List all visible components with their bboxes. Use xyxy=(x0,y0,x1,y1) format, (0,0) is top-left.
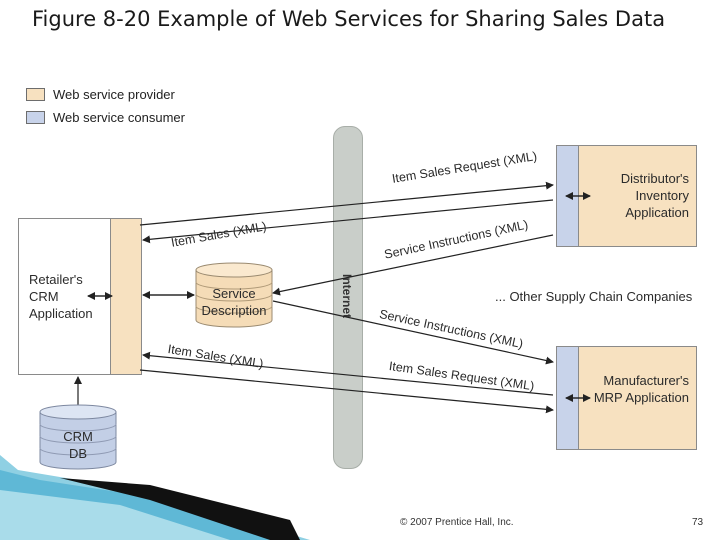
arrow-service-instructions-bottom xyxy=(272,300,554,365)
legend-provider-label: Web service provider xyxy=(53,86,175,102)
internet-pillar xyxy=(333,126,363,469)
service-description-label: Service Description xyxy=(201,286,267,318)
retailer-label: Retailer's CRM Application xyxy=(29,272,93,321)
copyright: © 2007 Prentice Hall, Inc. xyxy=(400,517,514,528)
provider-swatch xyxy=(26,87,45,101)
manufacturer-label: Manufacturer's MRP Application xyxy=(593,373,689,405)
other-supply-chain-label: ... Other Supply Chain Companies xyxy=(495,289,693,304)
legend-provider: Web service provider xyxy=(26,86,175,102)
arrow-item-sales-bottom xyxy=(142,351,554,396)
legend-consumer-label: Web service consumer xyxy=(53,109,185,125)
crm-db-cylinder xyxy=(39,404,117,470)
crm-db-label: CRM DB xyxy=(63,429,93,461)
consumer-swatch xyxy=(26,110,45,124)
distributor-label: Distributor's Inventory Application xyxy=(620,171,689,220)
arrow-item-sales-request-top xyxy=(139,181,554,226)
page-number: 73 xyxy=(692,517,704,528)
arrow-item-sales-top xyxy=(142,199,554,244)
page-title: Figure 8-20 Example of Web Services for … xyxy=(32,7,666,31)
arrow-item-sales-request-bottom xyxy=(139,369,554,414)
arrow-service-instructions-top xyxy=(272,234,554,296)
manufacturer-box xyxy=(578,346,697,450)
service-description-cylinder xyxy=(195,262,273,328)
legend-consumer: Web service consumer xyxy=(26,109,185,125)
